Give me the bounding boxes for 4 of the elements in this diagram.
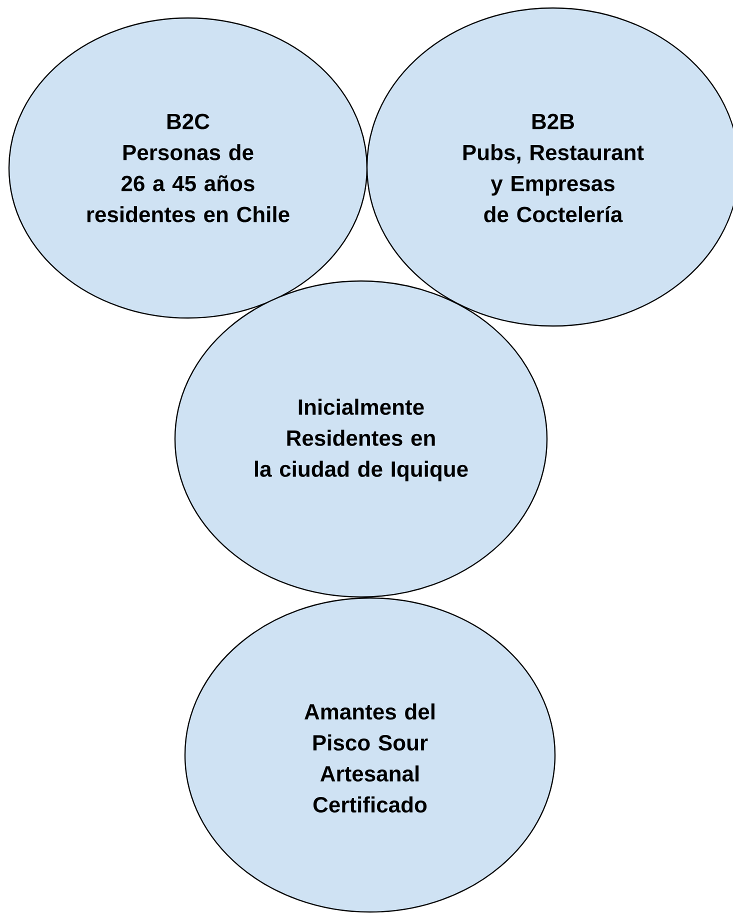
ellipse-node: Inicialmente Residentes en la ciudad de Iquique xyxy=(174,280,548,598)
ellipse-node: Amantes del Pisco Sour Artesanal Certificado xyxy=(184,597,556,913)
ellipse-node: B2B Pubs, Restaurant y Empresas de Coctelería xyxy=(366,7,733,327)
ellipse-node: B2C Personas de 26 a 45 años residentes en Chile xyxy=(8,17,368,319)
